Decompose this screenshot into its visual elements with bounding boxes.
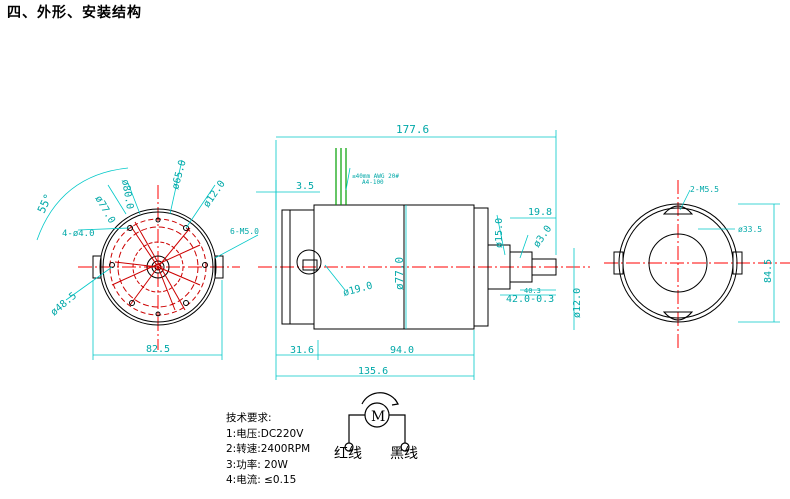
front-d12-label: ø12.0	[201, 179, 227, 210]
front-view: 55° ø77.0 ø80.0 ø65.0 ø12.0 4-ø4.0 6-M5.…	[35, 159, 259, 360]
wiring-symbol	[344, 392, 410, 452]
front-holem5-label: 6-M5.0	[230, 227, 259, 236]
side-dim316-label: 31.6	[290, 345, 314, 356]
side-d12-label: ø12.0	[572, 288, 583, 318]
front-d65-label: ø65.0	[170, 159, 188, 191]
red-wire-label: 红线	[334, 446, 362, 462]
side-dim94-label: 94.0	[390, 345, 414, 356]
technical-requirements: 技术要求: 1:电压:DC220V 2:转速:2400RPM 3:功率: 20W…	[226, 411, 310, 489]
side-dim35-label: 3.5	[296, 181, 314, 192]
spec-voltage: 1:电压:DC220V	[226, 427, 304, 440]
front-d77-label: ø77.0	[92, 194, 117, 226]
rear-view: 2-M5.5 ø33.5 84.5	[604, 180, 790, 350]
side-d15-label: ø15.0	[494, 218, 505, 248]
spec-power: 3:功率: 20W	[226, 458, 288, 471]
black-wire-label: 黑线	[390, 446, 418, 462]
front-width-label: 82.5	[146, 344, 170, 355]
side-dim42-label: 42.0-0.3	[506, 294, 554, 305]
front-hole4-label: 4-ø4.0	[62, 229, 95, 239]
side-d3-label: ø3.0	[531, 224, 554, 250]
side-dim1356-label: 135.6	[358, 366, 388, 377]
side-d77-label: ø77.0	[393, 257, 406, 290]
side-d19-label: ø19.0	[342, 280, 374, 298]
motor-symbol-label: M	[371, 409, 385, 425]
rear-holes-label: 2-M5.5	[690, 185, 719, 194]
side-view: 177.6 ≤40mm AWG 20# A4-100 3.5 19.8 ø15.…	[256, 123, 590, 380]
side-lead-spec-2: A4-100	[362, 179, 384, 186]
front-d80-label: ø80.0	[119, 179, 135, 211]
rear-d33-label: ø33.5	[738, 225, 762, 234]
side-lead-spec-1: ≤40mm AWG 20#	[352, 173, 399, 180]
section-heading: 四、外形、安装结构	[7, 5, 142, 21]
front-d48-label: ø48.5	[49, 291, 79, 319]
spec-speed: 2:转速:2400RPM	[226, 443, 311, 455]
side-dim403-label: 40.3	[524, 287, 541, 295]
side-dim198-label: 19.8	[528, 207, 552, 218]
specs-title: 技术要求:	[226, 412, 272, 424]
front-angle-label: 55°	[35, 192, 55, 216]
spec-current: 4:电流: ≤0.15	[226, 474, 297, 486]
rear-height-label: 84.5	[763, 259, 774, 283]
side-overall-label: 177.6	[396, 123, 429, 136]
